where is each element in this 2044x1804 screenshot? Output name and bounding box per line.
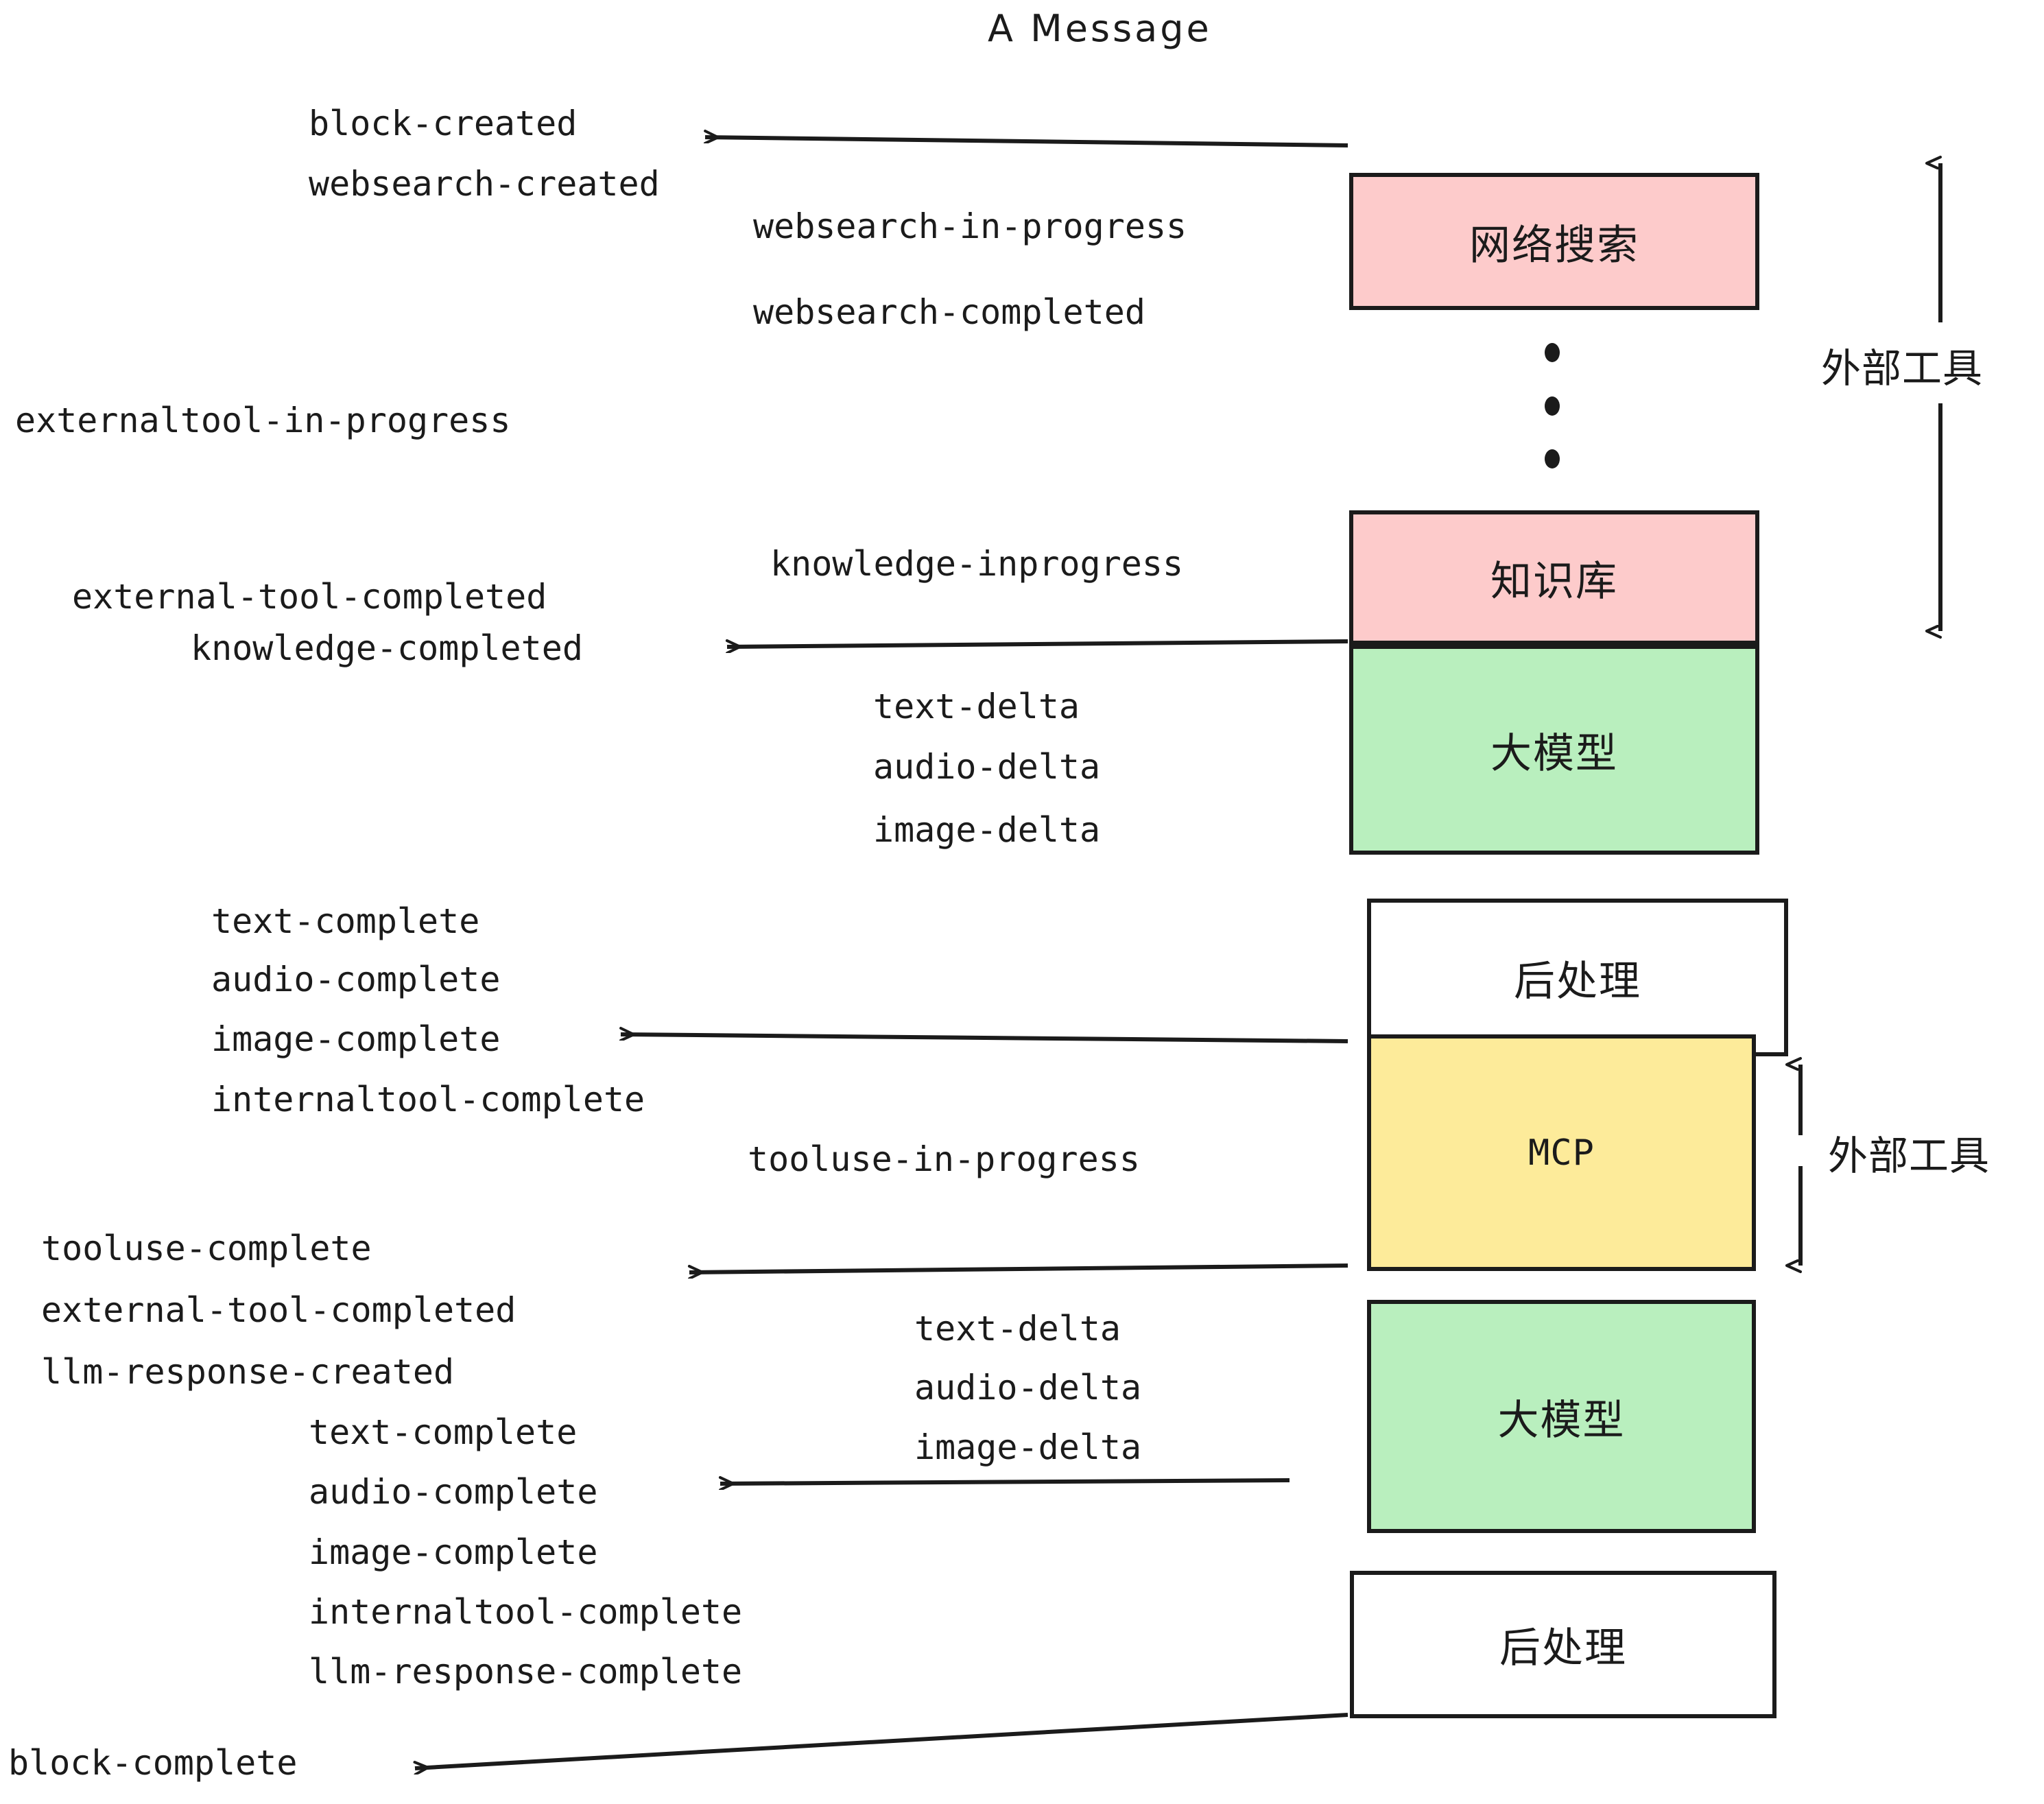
event-audio-delta-1: audio-delta <box>873 747 1101 787</box>
box-postprocess-2-label: 后处理 <box>1499 1624 1627 1672</box>
event-block-created: block-created <box>309 104 578 143</box>
event-external-tool-completed-2: external-tool-completed <box>41 1290 516 1330</box>
event-text-complete-2: text-complete <box>309 1412 578 1452</box>
event-audio-complete-1: audio-complete <box>211 960 501 999</box>
box-llm-1-label: 大模型 <box>1490 729 1618 778</box>
event-image-complete-1: image-complete <box>211 1019 501 1059</box>
event-internaltool-complete-1: internaltool-complete <box>211 1080 645 1119</box>
event-llm-response-created: llm-response-created <box>41 1352 455 1392</box>
event-audio-delta-2: audio-delta <box>914 1368 1142 1408</box>
event-llm-response-complete: llm-response-complete <box>309 1652 743 1692</box>
arrow-postprocess1-to-imagecomplete <box>621 1034 1348 1043</box>
event-text-delta-1: text-delta <box>873 687 1080 726</box>
event-text-complete-1: text-complete <box>211 901 480 941</box>
event-websearch-in-progress: websearch-in-progress <box>753 206 1187 246</box>
event-image-delta-1: image-delta <box>873 810 1101 850</box>
arrow-websearch-to-blockcreated <box>705 137 1348 147</box>
box-websearch[interactable]: 网络搜索 <box>1349 173 1759 310</box>
box-mcp[interactable]: MCP <box>1367 1034 1756 1271</box>
event-tooluse-in-progress: tooluse-in-progress <box>748 1139 1140 1179</box>
event-text-delta-2: text-delta <box>914 1309 1121 1349</box>
arrow-postprocess2-to-blockcomplete <box>415 1713 1348 1768</box>
event-knowledge-completed: knowledge-completed <box>191 628 583 668</box>
box-knowledgebase[interactable]: 知识库 <box>1349 510 1759 645</box>
box-postprocess-2[interactable]: 后处理 <box>1350 1571 1776 1718</box>
event-knowledge-inprogress: knowledge-inprogress <box>770 544 1184 584</box>
label-external-tools-top: 外部工具 <box>1821 345 1984 392</box>
box-postprocess-1-label: 后处理 <box>1514 957 1641 1006</box>
box-mcp-label: MCP <box>1528 1132 1595 1174</box>
box-knowledgebase-label: 知识库 <box>1490 557 1618 606</box>
box-websearch-label: 网络搜索 <box>1469 221 1639 270</box>
box-llm-2[interactable]: 大模型 <box>1367 1300 1756 1533</box>
event-websearch-created: websearch-created <box>309 164 660 204</box>
event-image-complete-2: image-complete <box>309 1532 598 1572</box>
event-block-complete: block-complete <box>8 1743 298 1783</box>
event-internaltool-complete-2: internaltool-complete <box>309 1592 743 1632</box>
label-external-tools-bottom: 外部工具 <box>1828 1132 1990 1179</box>
arrow-llm2-to-audiocomplete <box>720 1480 1290 1484</box>
event-external-tool-completed-1: external-tool-completed <box>72 577 547 617</box>
event-image-delta-2: image-delta <box>914 1427 1142 1467</box>
event-websearch-completed: websearch-completed <box>753 292 1145 332</box>
event-tooluse-complete: tooluse-complete <box>41 1229 372 1268</box>
arrow-mcp-to-toolusecomplete <box>689 1263 1348 1272</box>
arrow-knowledge-to-completed <box>727 639 1348 647</box>
event-audio-complete-2: audio-complete <box>309 1472 598 1512</box>
box-llm-1[interactable]: 大模型 <box>1349 645 1759 855</box>
diagram-title: A Message <box>988 7 1212 50</box>
event-externaltool-in-progress: externaltool-in-progress <box>15 401 511 440</box>
box-llm-2-label: 大模型 <box>1497 1396 1626 1445</box>
box-postprocess-1[interactable]: 后处理 <box>1367 899 1788 1056</box>
